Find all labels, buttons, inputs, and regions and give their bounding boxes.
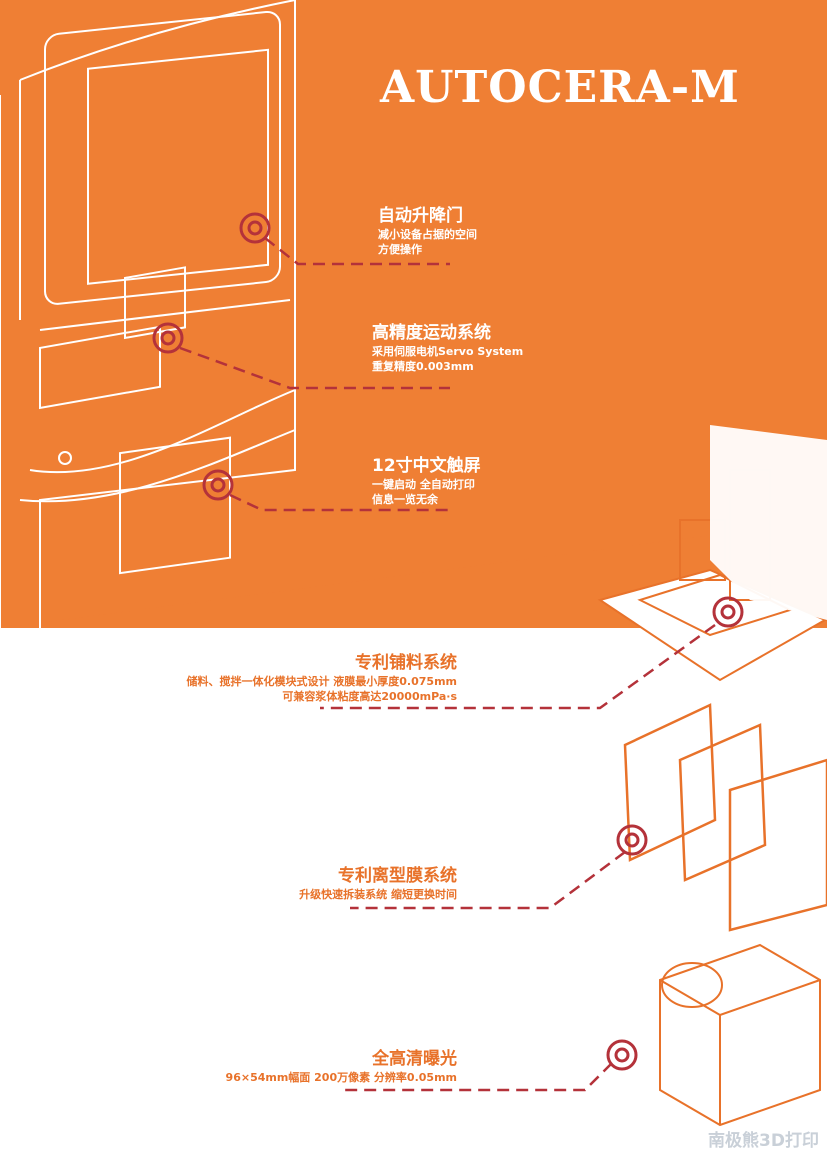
feature-desc: 一键启动 全自动打印 xyxy=(372,478,475,491)
feature-motion-system: 高精度运动系统 采用伺服电机Servo System 重复精度0.003mm xyxy=(372,322,523,374)
feature-recoating-system: 专利铺料系统 储料、搅拌一体化模块式设计 液膜最小厚度0.075mm 可兼容浆体… xyxy=(186,652,457,704)
feature-desc: 96×54mm幅面 200万像素 分辨率0.05mm xyxy=(225,1071,457,1084)
feature-desc: 升级快速拆装系统 缩短更换时间 xyxy=(299,888,457,901)
module-backdrop xyxy=(710,425,827,620)
feature-hd-exposure: 全高清曝光 96×54mm幅面 200万像素 分辨率0.05mm xyxy=(226,1048,457,1085)
feature-desc: 信息一览无余 xyxy=(372,493,438,506)
feature-title: 自动升降门 xyxy=(378,206,463,226)
target-markers xyxy=(152,212,744,1071)
feature-release-film: 专利离型膜系统 升级快速拆装系统 缩短更换时间 xyxy=(299,865,457,902)
feature-title: 12寸中文触屏 xyxy=(372,456,481,476)
watermark: 南极熊3D打印 xyxy=(708,1131,819,1151)
feature-desc: 方便操作 xyxy=(378,243,422,256)
film-frames xyxy=(623,703,827,932)
feature-desc: 可兼容浆体粘度高达20000mPa·s xyxy=(282,690,457,703)
product-title: AUTOCERA-M xyxy=(380,62,740,113)
feature-title: 专利铺料系统 xyxy=(355,653,457,673)
orange-background xyxy=(0,0,827,628)
feature-desc: 储料、搅拌一体化模块式设计 液膜最小厚度0.075mm xyxy=(186,675,457,688)
feature-title: 高精度运动系统 xyxy=(372,323,491,343)
feature-desc: 减小设备占据的空间 xyxy=(378,228,477,241)
feature-desc: 重复精度0.003mm xyxy=(372,360,474,373)
feature-auto-door: 自动升降门 减小设备占据的空间 方便操作 xyxy=(378,205,477,257)
feature-title: 全高清曝光 xyxy=(372,1049,457,1069)
feature-desc: 采用伺服电机Servo System xyxy=(372,345,524,358)
feature-touchscreen: 12寸中文触屏 一键启动 全自动打印 信息一览无余 xyxy=(372,455,481,507)
printer-cabinet xyxy=(0,0,296,661)
light-engine xyxy=(659,943,821,1127)
feature-title: 专利离型膜系统 xyxy=(338,866,457,886)
leader-lines xyxy=(179,237,716,1092)
